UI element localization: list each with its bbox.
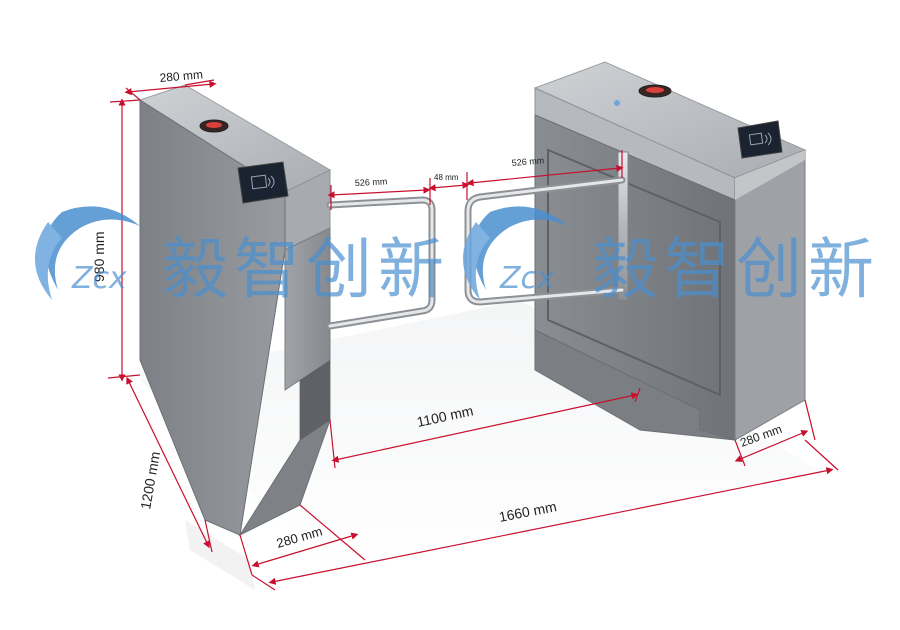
dim-label-526-right: 526 mm [511, 155, 544, 168]
card-reader-right [737, 120, 783, 159]
left-cabinet [138, 84, 332, 537]
dim-label-980: 980 mm [91, 231, 107, 282]
dim-label-48: 48 mm [434, 173, 459, 182]
right-cabinet [533, 61, 807, 441]
watermark-left: Zcx 毅智创新 [34, 206, 450, 308]
watermark-company-right: 毅智创新 [592, 231, 880, 308]
left-swing-arm [326, 196, 436, 330]
watermark-company-left: 毅智创新 [162, 231, 450, 308]
dim-label-280-top: 280 mm [159, 67, 203, 85]
watermark-logo-right: Zcx [499, 261, 555, 296]
watermark-right: Zcx 毅智创新 [462, 206, 880, 308]
dimension-labels: 280 mm 980 mm 1200 mm 526 mm 48 mm 526 m… [91, 67, 784, 551]
arm-post [617, 151, 629, 301]
watermark-logo-left: Zcx [71, 261, 127, 296]
watermark-swoosh-right [472, 206, 568, 290]
dim-label-1200: 1200 mm [137, 450, 163, 510]
dimension-lines [107, 79, 839, 591]
card-reader-left [237, 161, 289, 204]
dim-label-526-left: 526 mm [355, 176, 388, 188]
status-led [614, 100, 620, 106]
watermark-swoosh-left [44, 206, 140, 290]
